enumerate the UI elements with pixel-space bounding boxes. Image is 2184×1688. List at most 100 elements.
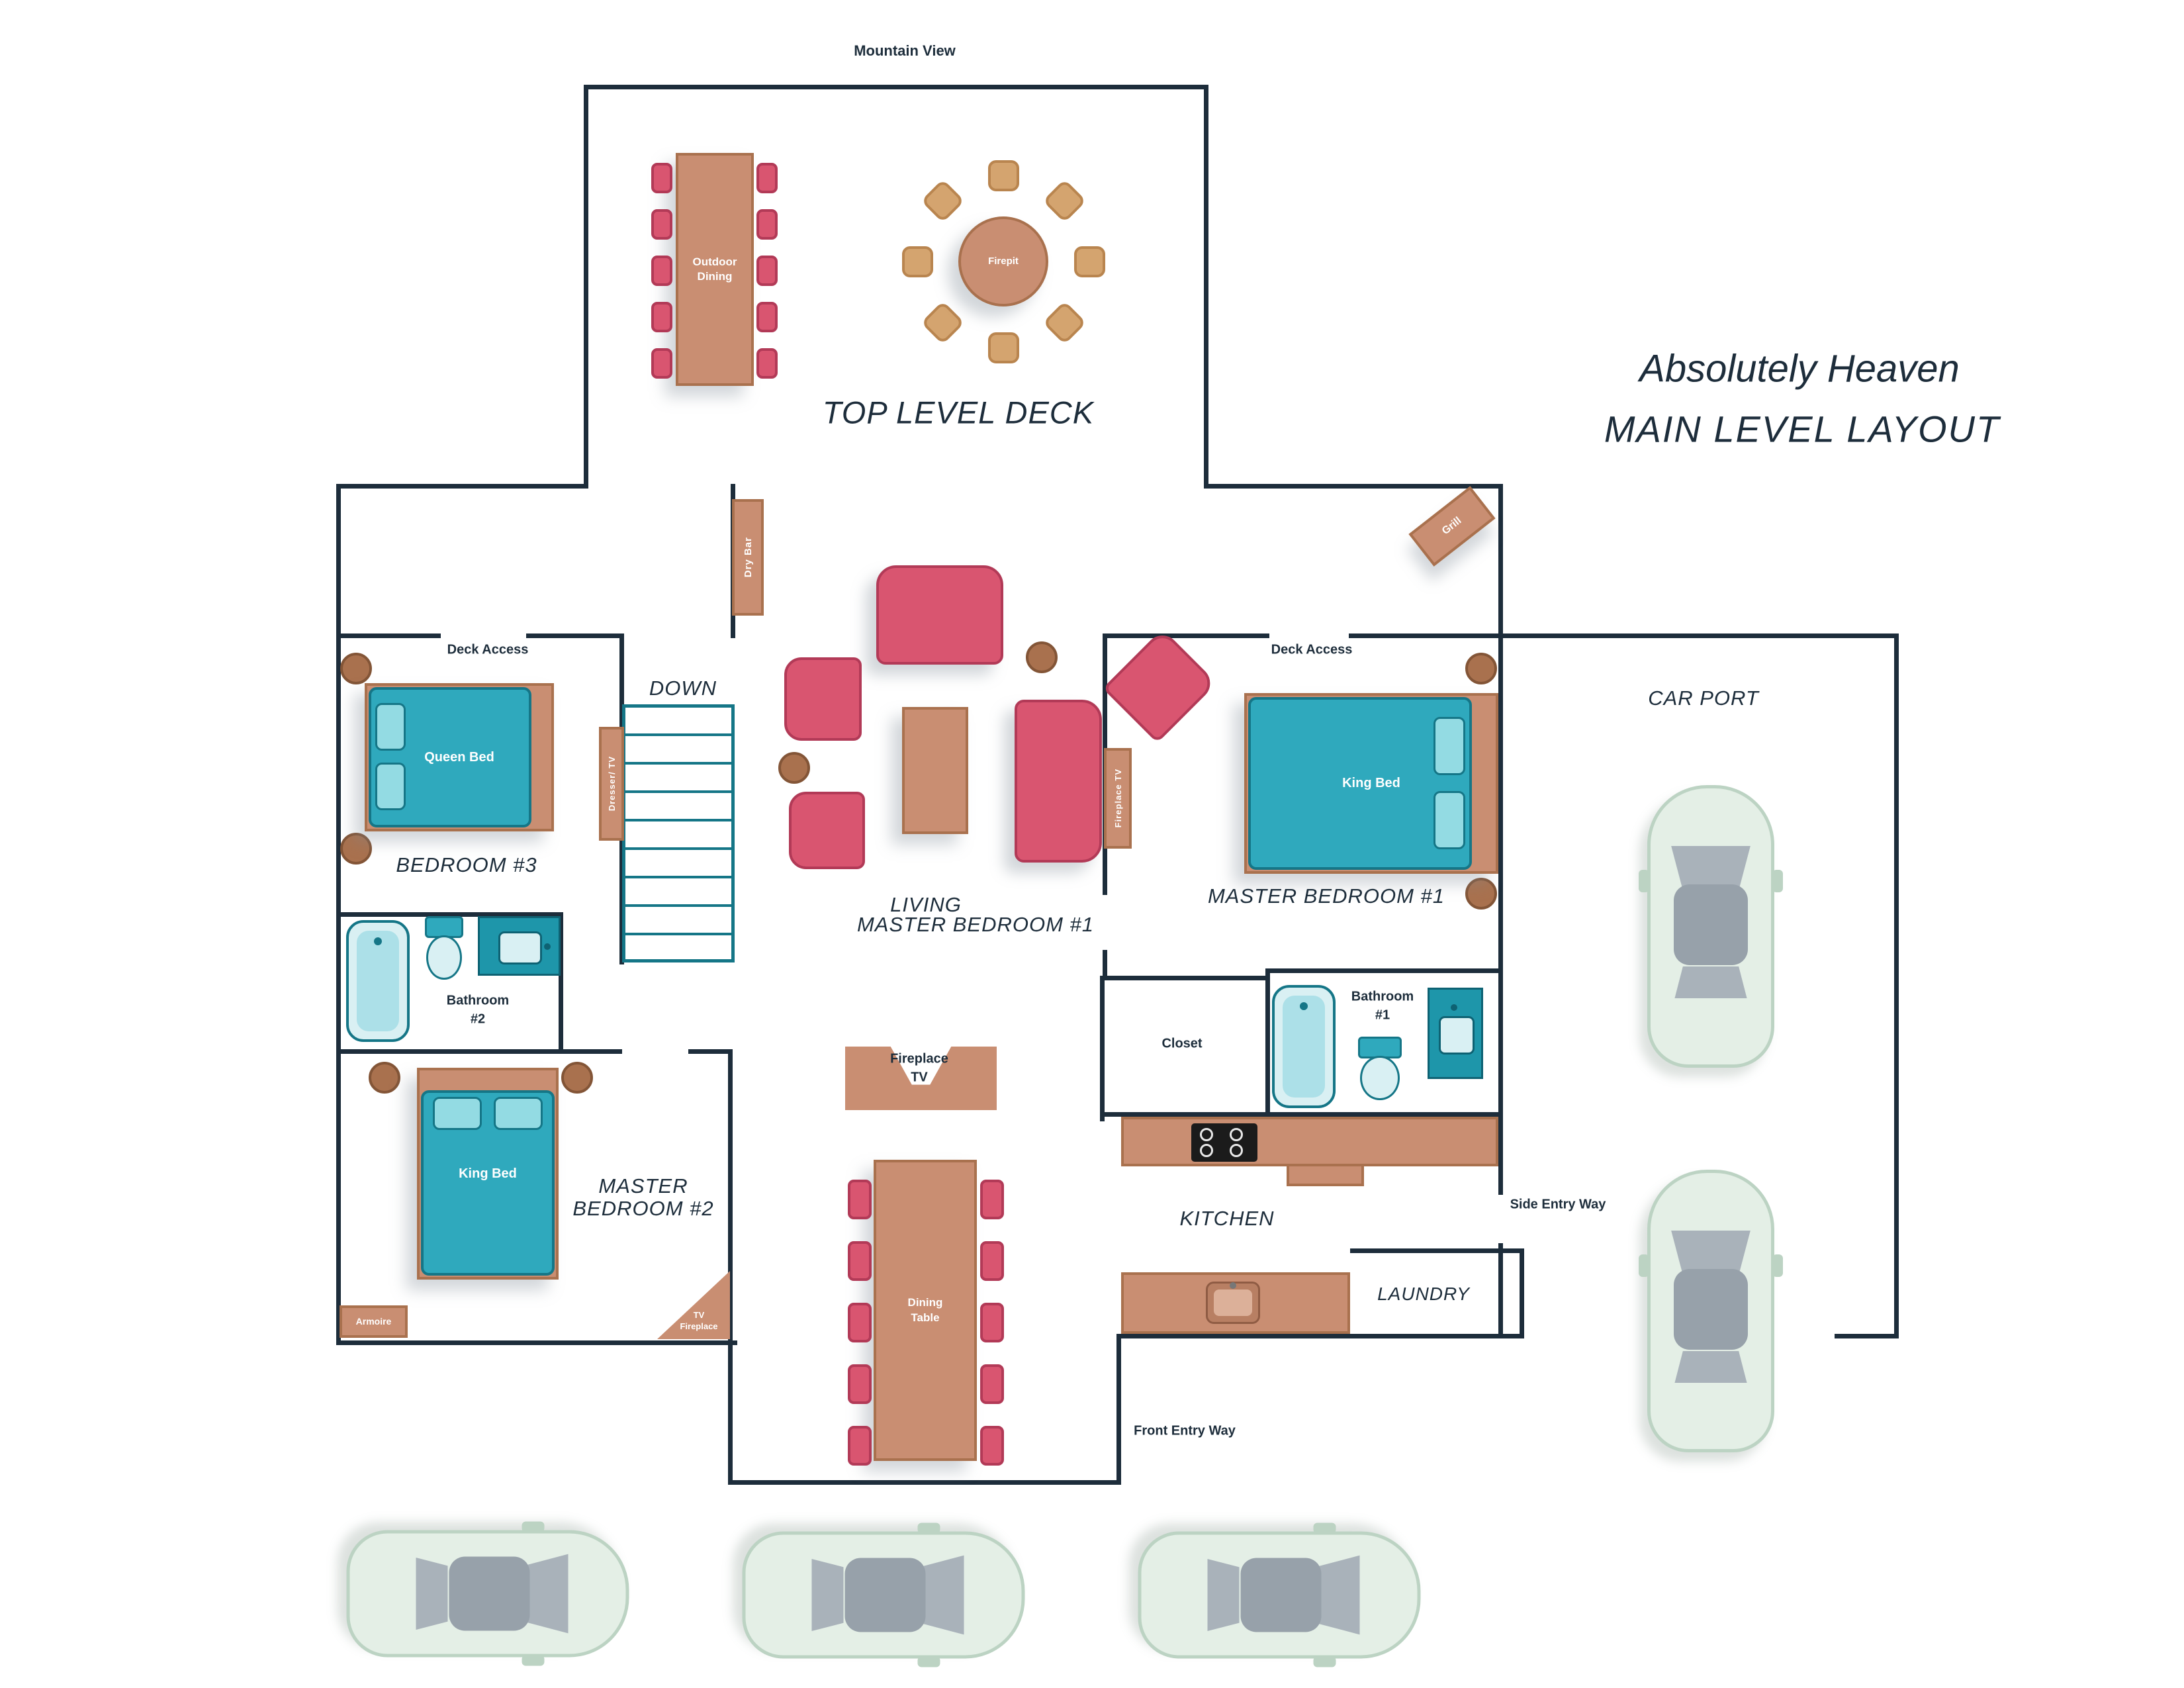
sofa <box>1015 700 1102 863</box>
kitchen-counter <box>1121 1117 1498 1166</box>
dining-chair <box>848 1241 872 1281</box>
car <box>1639 1170 1783 1452</box>
pillow <box>433 1097 482 1130</box>
car-roof <box>1674 884 1748 965</box>
dining-chair <box>980 1426 1004 1466</box>
car-rear-window <box>1674 1351 1747 1383</box>
dresser-tv-label: Dresser/ TV <box>606 756 617 812</box>
car-mirror <box>1639 870 1649 892</box>
sofa <box>876 565 1003 665</box>
wall <box>336 633 441 638</box>
bathroom2-label: Bathroom <box>446 993 510 1008</box>
firepit-chair <box>921 301 965 345</box>
armchair <box>789 792 865 869</box>
grill: Grill <box>1408 486 1496 567</box>
tv-fireplace-corner: TV Fireplace <box>657 1271 730 1339</box>
car-mirror <box>917 1656 940 1667</box>
nightstand <box>1465 878 1497 910</box>
firepit-chair <box>921 179 965 223</box>
wall <box>1100 976 1105 1121</box>
outdoor-chair <box>756 163 778 193</box>
outdoor-chair <box>756 209 778 240</box>
master-bedroom1-label: MASTER BEDROOM #1 <box>1207 884 1445 908</box>
armoire: Armoire <box>340 1305 408 1338</box>
toilet <box>421 916 467 980</box>
tub-inner <box>357 931 399 1031</box>
toilet-tank <box>1358 1037 1402 1058</box>
tub-drain <box>1300 1002 1308 1010</box>
outdoor-chair <box>756 256 778 286</box>
wall <box>1503 633 1899 638</box>
faucet <box>1230 1282 1236 1289</box>
bathroom2-label-2: #2 <box>470 1011 486 1027</box>
car-mirror <box>1772 1254 1783 1277</box>
kitchen-counter <box>1287 1164 1364 1186</box>
tub-drain <box>374 937 382 945</box>
outdoor-chair <box>756 348 778 379</box>
armoire-label: Armoire <box>355 1316 392 1327</box>
dining-chair <box>848 1364 872 1404</box>
wall <box>584 85 588 484</box>
car-port-label: CAR PORT <box>1648 686 1759 710</box>
deck-access-label: Deck Access <box>447 642 529 657</box>
dining-table: Dining Table <box>874 1160 977 1461</box>
closet-label: Closet <box>1161 1036 1203 1051</box>
firepit-chair <box>902 246 933 277</box>
dining-chair <box>980 1303 1004 1342</box>
nightstand <box>340 653 372 684</box>
wall <box>1349 633 1503 638</box>
outdoor-dining-label: Outdoor <box>692 255 737 268</box>
car-mirror <box>522 1521 545 1532</box>
wall <box>336 484 588 489</box>
car-rear-window <box>1208 1554 1240 1636</box>
car-roof <box>1240 1558 1322 1632</box>
tub-inner <box>1283 996 1325 1098</box>
firepit-chair <box>988 332 1019 363</box>
dining-chair <box>848 1303 872 1342</box>
top-level-deck-label: TOP LEVEL DECK <box>822 395 1095 430</box>
car-mirror <box>1639 1254 1649 1277</box>
car-rear-window <box>812 1554 844 1636</box>
dining-table-label: Dining <box>907 1296 943 1309</box>
car-rear-window <box>416 1553 448 1635</box>
down-label: DOWN <box>649 677 717 700</box>
car-roof <box>1674 1269 1748 1350</box>
fireplace-tv-wall: Fireplace TV <box>1104 748 1132 849</box>
wall <box>1204 484 1503 489</box>
car-mirror <box>1313 1523 1336 1534</box>
dining-chair <box>980 1364 1004 1404</box>
deck-access-label: Deck Access <box>1271 642 1353 657</box>
car <box>346 1521 629 1666</box>
car-roof <box>844 1558 926 1632</box>
side-table <box>778 752 810 784</box>
car-rear-window <box>1674 966 1747 998</box>
pillow <box>375 703 406 751</box>
master-bedroom2-label: MASTER <box>598 1174 688 1197</box>
wall <box>1116 1334 1121 1485</box>
master-bedroom2-label-2: BEDROOM #2 <box>572 1197 714 1220</box>
car <box>742 1523 1025 1667</box>
firepit-label: Firepit <box>988 256 1019 267</box>
sink-counter <box>1428 988 1483 1079</box>
sink-basin <box>1439 1016 1475 1055</box>
nightstand <box>369 1062 400 1094</box>
king-bed-master2: King Bed <box>417 1068 559 1280</box>
living-label-2: MASTER BEDROOM #1 <box>856 913 1095 936</box>
grill-label: Grill <box>1439 514 1464 537</box>
side-table <box>1026 641 1058 673</box>
stairs <box>622 704 735 962</box>
wall <box>1100 976 1270 980</box>
outdoor-chair <box>651 163 672 193</box>
queen-bed-label: Queen Bed <box>424 749 494 765</box>
car-mirror <box>522 1655 545 1666</box>
dry-bar: Dry Bar <box>732 499 764 616</box>
outdoor-chair <box>651 256 672 286</box>
nightstand <box>1465 653 1497 684</box>
fireplace-tv-wall-label: Fireplace TV <box>1113 769 1123 828</box>
fireplace-tv-label: Fireplace <box>890 1051 948 1066</box>
firepit: Firepit <box>958 216 1048 306</box>
firepit-chair <box>1074 246 1105 277</box>
wall <box>336 1049 622 1054</box>
pillow <box>1433 717 1465 775</box>
page-subtitle: MAIN LEVEL LAYOUT <box>1604 408 2001 450</box>
